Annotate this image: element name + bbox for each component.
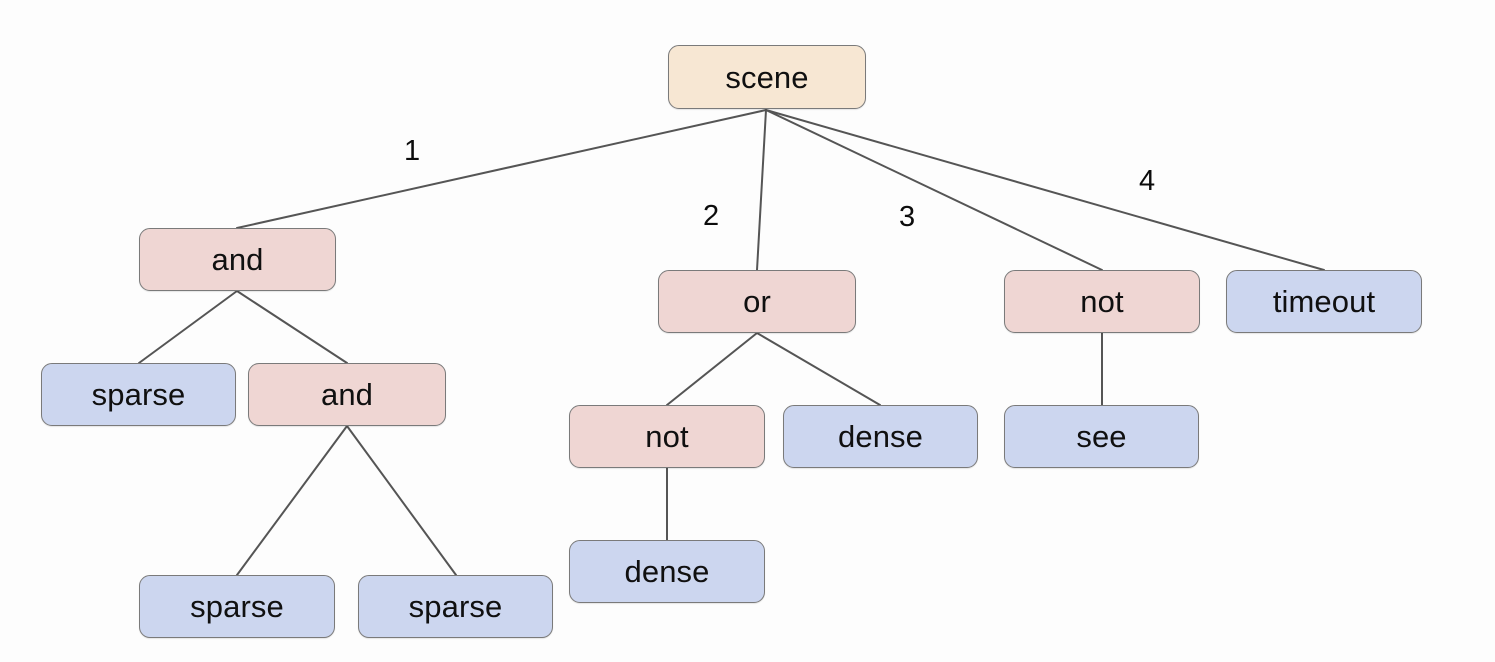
tree-node-label: dense — [624, 554, 710, 589]
tree-node-label: not — [1080, 284, 1124, 319]
edge-label-4: 4 — [1139, 165, 1156, 197]
edge-label-2: 2 — [703, 200, 720, 232]
tree-node-label: timeout — [1272, 284, 1376, 319]
tree-node-and2[interactable]: and — [248, 363, 446, 426]
tree-node-label: sparse — [190, 589, 284, 624]
tree-node-label: scene — [725, 59, 809, 95]
tree-node-sparse2[interactable]: sparse — [139, 575, 335, 638]
tree-node-label: not — [645, 419, 689, 454]
tree-edge-and2-to-sparse2 — [236, 425, 348, 576]
tree-edge-scene-to-or1 — [756, 109, 767, 271]
tree-node-label: or — [743, 284, 771, 319]
tree-node-label: sparse — [408, 589, 503, 624]
tree-node-sparse3[interactable]: sparse — [358, 575, 553, 638]
edge-label-1: 1 — [404, 135, 421, 167]
tree-node-timeout[interactable]: timeout — [1226, 270, 1422, 333]
tree-node-not2[interactable]: not — [1004, 270, 1200, 333]
tree-node-scene[interactable]: scene — [668, 45, 866, 109]
tree-node-and1[interactable]: and — [139, 228, 336, 291]
tree-node-sparse1[interactable]: sparse — [41, 363, 236, 426]
tree-node-label: see — [1076, 419, 1127, 454]
tree-node-see1[interactable]: see — [1004, 405, 1199, 468]
tree-node-not1[interactable]: not — [569, 405, 765, 468]
tree-node-label: and — [211, 242, 264, 277]
tree-node-dense1[interactable]: dense — [783, 405, 978, 468]
edge-label-3: 3 — [899, 201, 916, 233]
tree-node-or1[interactable]: or — [658, 270, 856, 333]
tree-node-dense2[interactable]: dense — [569, 540, 765, 603]
tree-edge-scene-to-timeout — [765, 109, 1325, 271]
tree-edge-or1-to-not1 — [666, 332, 758, 406]
tree-node-label: and — [320, 377, 374, 412]
tree-node-label: dense — [838, 419, 923, 454]
tree-edge-or1-to-dense1 — [756, 332, 881, 406]
tree-edge-scene-to-not2 — [765, 109, 1103, 271]
tree-edge-and2-to-sparse3 — [346, 425, 457, 576]
tree-node-label: sparse — [91, 377, 186, 412]
tree-edge-and1-to-sparse1 — [138, 290, 238, 364]
tree-edge-and1-to-and2 — [236, 290, 348, 364]
tree-edge-scene-to-and1 — [236, 109, 767, 229]
